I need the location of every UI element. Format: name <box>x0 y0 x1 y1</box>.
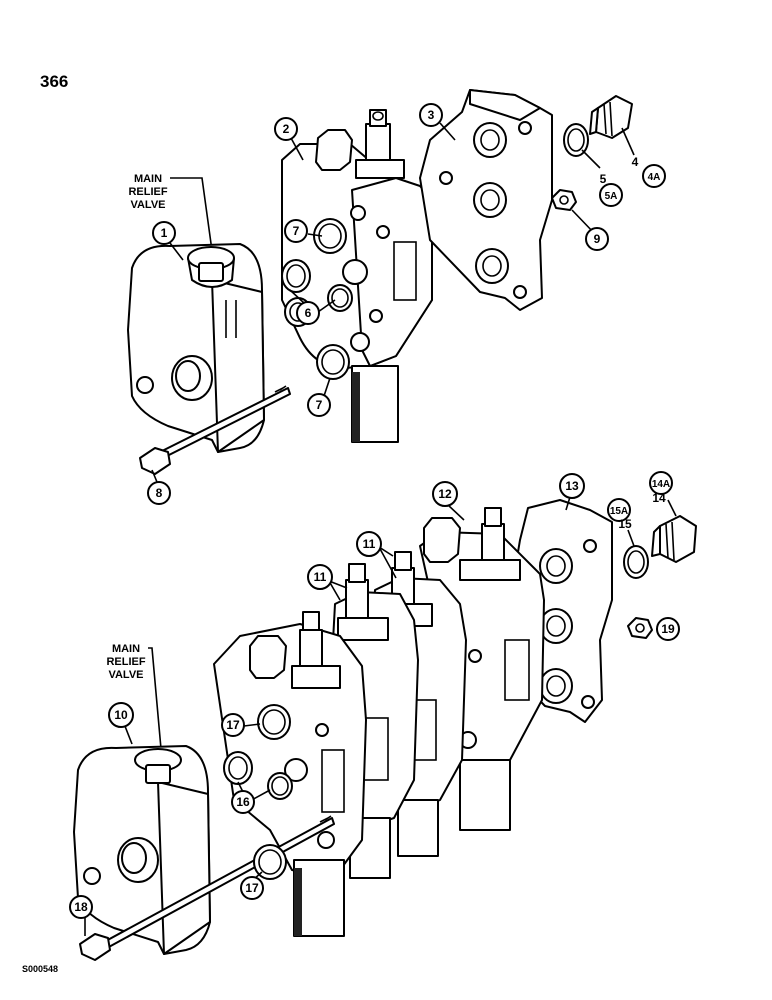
relief-valve-housing-1 <box>127 243 265 453</box>
leader-7a <box>307 233 323 237</box>
leader-3 <box>439 122 456 141</box>
svg-text:2: 2 <box>283 122 290 136</box>
svg-text:15: 15 <box>618 517 632 531</box>
bottom-valve-assembly: MAIN RELIEF VALVE <box>69 471 697 961</box>
svg-text:8: 8 <box>156 486 163 500</box>
tie-bolt-8 <box>139 385 291 475</box>
svg-text:4: 4 <box>632 155 639 169</box>
callout-17-upper: 17 <box>221 713 245 737</box>
callout-10: 10 <box>108 702 134 728</box>
leader-8 <box>151 469 158 483</box>
callout-5: 5 5A <box>599 172 623 207</box>
leader-14 <box>667 499 677 517</box>
svg-text:14A: 14A <box>652 479 670 490</box>
svg-text:13: 13 <box>565 479 579 493</box>
top-relief-leader <box>170 177 214 259</box>
leader-11-lower <box>328 580 348 601</box>
svg-text:11: 11 <box>363 537 376 551</box>
leader-12 <box>447 504 465 521</box>
top-relief-label-3: VALVE <box>130 199 165 211</box>
callout-6: 6 <box>296 301 320 325</box>
callout-17-lower: 17 <box>240 876 264 900</box>
svg-text:17: 17 <box>245 881 259 895</box>
end-cover-3 <box>419 89 553 311</box>
o-rings-top <box>281 218 353 380</box>
nut-9 <box>551 189 577 211</box>
leader-1 <box>169 242 184 261</box>
callout-1: 1 <box>152 221 176 245</box>
page-number: 366 <box>40 72 69 91</box>
top-valve-assembly: MAIN RELIEF VALVE <box>127 89 666 505</box>
top-relief-label-2: RELIEF <box>128 186 167 198</box>
callout-8: 8 <box>147 481 171 505</box>
svg-text:5: 5 <box>600 172 607 186</box>
svg-text:11: 11 <box>314 570 327 584</box>
leader-5 <box>581 149 601 169</box>
callout-14: 14A 14 <box>649 471 673 505</box>
callout-3: 3 <box>419 103 443 127</box>
plug-14 <box>651 515 697 563</box>
svg-text:17: 17 <box>226 718 240 732</box>
leader-13 <box>565 496 571 511</box>
svg-text:5A: 5A <box>605 191 618 202</box>
svg-text:6: 6 <box>305 306 312 320</box>
svg-text:1: 1 <box>161 226 168 240</box>
bottom-relief-label-3: VALVE <box>108 669 143 681</box>
control-valve-stack <box>213 507 545 937</box>
bottom-relief-label-1: MAIN <box>112 643 140 655</box>
callout-4: 4 4A <box>632 155 666 188</box>
leader-2 <box>290 137 304 161</box>
callout-7-lower: 7 <box>307 393 331 417</box>
svg-text:19: 19 <box>661 622 675 636</box>
callout-7-upper: 7 <box>284 219 308 243</box>
callout-11-upper: 11 <box>356 531 382 557</box>
leader-11-upper <box>378 546 397 579</box>
callout-16: 16 <box>231 790 255 814</box>
svg-text:12: 12 <box>438 487 452 501</box>
o-rings-bottom <box>223 704 293 880</box>
bottom-relief-label-2: RELIEF <box>106 656 145 668</box>
leader-4 <box>621 127 635 156</box>
svg-text:7: 7 <box>293 224 300 238</box>
svg-text:15A: 15A <box>610 506 628 517</box>
svg-text:16: 16 <box>236 795 250 809</box>
callout-13: 13 <box>559 473 585 499</box>
svg-text:18: 18 <box>74 900 88 914</box>
svg-text:4A: 4A <box>648 172 661 183</box>
nut-19 <box>627 617 653 639</box>
callout-11-lower: 11 <box>307 564 333 590</box>
svg-text:9: 9 <box>594 232 601 246</box>
top-relief-label-1: MAIN <box>134 173 162 185</box>
leader-17a <box>243 723 261 727</box>
svg-text:7: 7 <box>316 398 323 412</box>
svg-text:10: 10 <box>114 708 128 722</box>
callout-19: 19 <box>656 617 680 641</box>
callout-18: 18 <box>69 895 93 919</box>
callout-2: 2 <box>274 117 298 141</box>
plug-4 <box>589 95 633 139</box>
svg-text:14: 14 <box>652 491 666 505</box>
callout-12: 12 <box>432 481 458 507</box>
callout-15: 15A 15 <box>607 498 632 531</box>
svg-text:3: 3 <box>428 108 435 122</box>
callout-9: 9 <box>585 227 609 251</box>
leader-15 <box>627 529 635 547</box>
relief-valve-housing-10 <box>73 745 211 955</box>
figure-code: S000548 <box>22 964 59 974</box>
bottom-relief-leader <box>148 647 163 761</box>
